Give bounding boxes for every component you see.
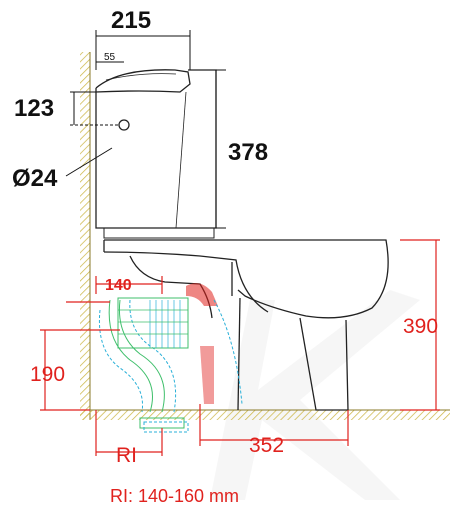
toilet-bowl (103, 239, 389, 411)
cistern (95, 69, 217, 239)
lid-offset-label: 55 (104, 52, 116, 63)
outlet-distance-label: 352 (249, 434, 284, 457)
inlet-height-label: 123 (14, 95, 54, 122)
red-dimensions (40, 239, 440, 456)
total-height-label: 378 (228, 139, 268, 166)
wall-distance-label: 140 (105, 277, 132, 294)
wall-hatch (80, 52, 90, 420)
seat-height-label: 390 (403, 315, 438, 338)
floor-hatch (80, 410, 450, 420)
trapway-highlight (186, 283, 218, 306)
inlet-diameter-label: Ø24 (12, 165, 58, 192)
pipe-flange (118, 300, 188, 348)
tank-width-label: 215 (111, 7, 151, 34)
roughing-in-label: RI (116, 444, 137, 467)
outlet-height-label: 190 (30, 363, 65, 386)
watermark (210, 290, 420, 500)
floor-outlet-highlight (200, 346, 214, 404)
roughing-in-note: RI: 140-160 mm (110, 486, 240, 506)
inlet-hole (118, 119, 130, 131)
black-dimensions (65, 30, 226, 229)
